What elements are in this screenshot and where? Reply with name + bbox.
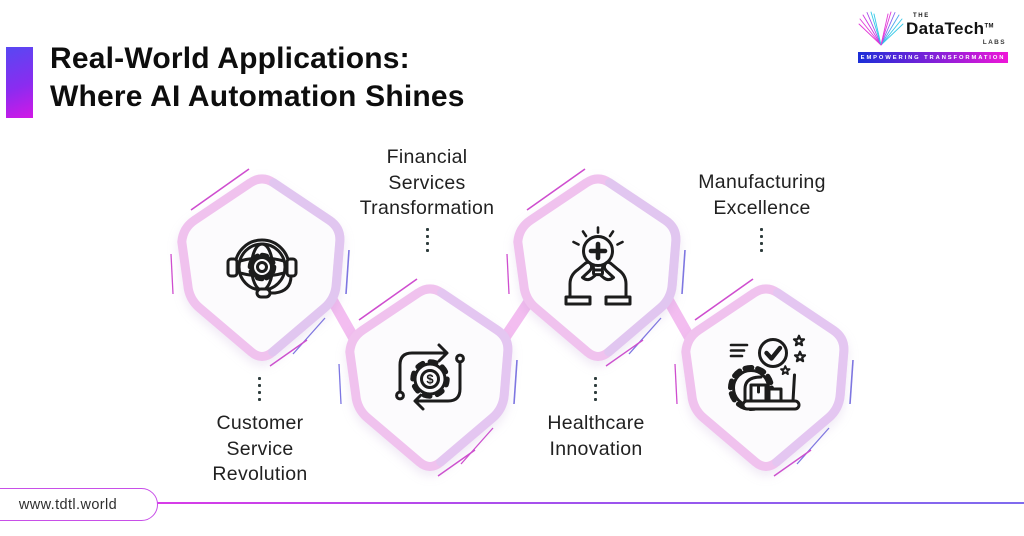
- logo-the-text: THE: [913, 13, 930, 19]
- footer-divider-line: [156, 502, 1024, 504]
- dollar-glyph: $: [426, 372, 434, 387]
- gear-conveyor-quality-icon: [728, 334, 807, 411]
- node-healthcare: [506, 168, 686, 367]
- dotted-connector-customer-service: [258, 377, 261, 401]
- dotted-connector-manufacturing: [760, 228, 763, 252]
- datatech-logo[interactable]: THE DataTechTM LABS EMPOWERING TRANSFORM…: [856, 10, 1012, 68]
- logo-trademark: TM: [984, 23, 994, 30]
- website-url-pill[interactable]: www.tdtl.world: [0, 488, 158, 521]
- logo-tagline-text: EMPOWERING TRANSFORMATION: [860, 54, 1006, 61]
- dotted-connector-financial-services: [426, 228, 429, 252]
- logo-labs-text: LABS: [982, 39, 1006, 46]
- node-customer-service: [170, 168, 350, 367]
- node-financial-services: $: [338, 278, 518, 477]
- butterfly-icon: [858, 11, 904, 46]
- label-financial-services-transformation: Financial Services Transformation: [359, 146, 495, 219]
- title-accent-square: [6, 47, 33, 118]
- label-healthcare-innovation: Healthcare Innovation: [547, 412, 645, 460]
- page-title: Real-World Applications: Where AI Automa…: [50, 40, 465, 116]
- headset-globe-gear-icon: [226, 238, 298, 299]
- label-customer-service-revolution: Customer Service Revolution: [212, 412, 308, 485]
- dotted-connector-healthcare: [594, 377, 597, 401]
- label-manufacturing-excellence: Manufacturing Excellence: [698, 171, 826, 219]
- node-manufacturing: [674, 278, 854, 477]
- logo-brand-text: DataTechTM: [906, 19, 994, 38]
- website-url[interactable]: www.tdtl.world: [18, 496, 118, 513]
- page-title-line1: Real-World Applications:: [50, 42, 410, 75]
- dollar-gear-cycle-icon: $: [395, 343, 465, 411]
- page-title-line2: Where AI Automation Shines: [50, 80, 465, 113]
- logo-tagline-bar: EMPOWERING TRANSFORMATION: [858, 52, 1008, 63]
- hands-lightbulb-cross-icon: [564, 226, 632, 306]
